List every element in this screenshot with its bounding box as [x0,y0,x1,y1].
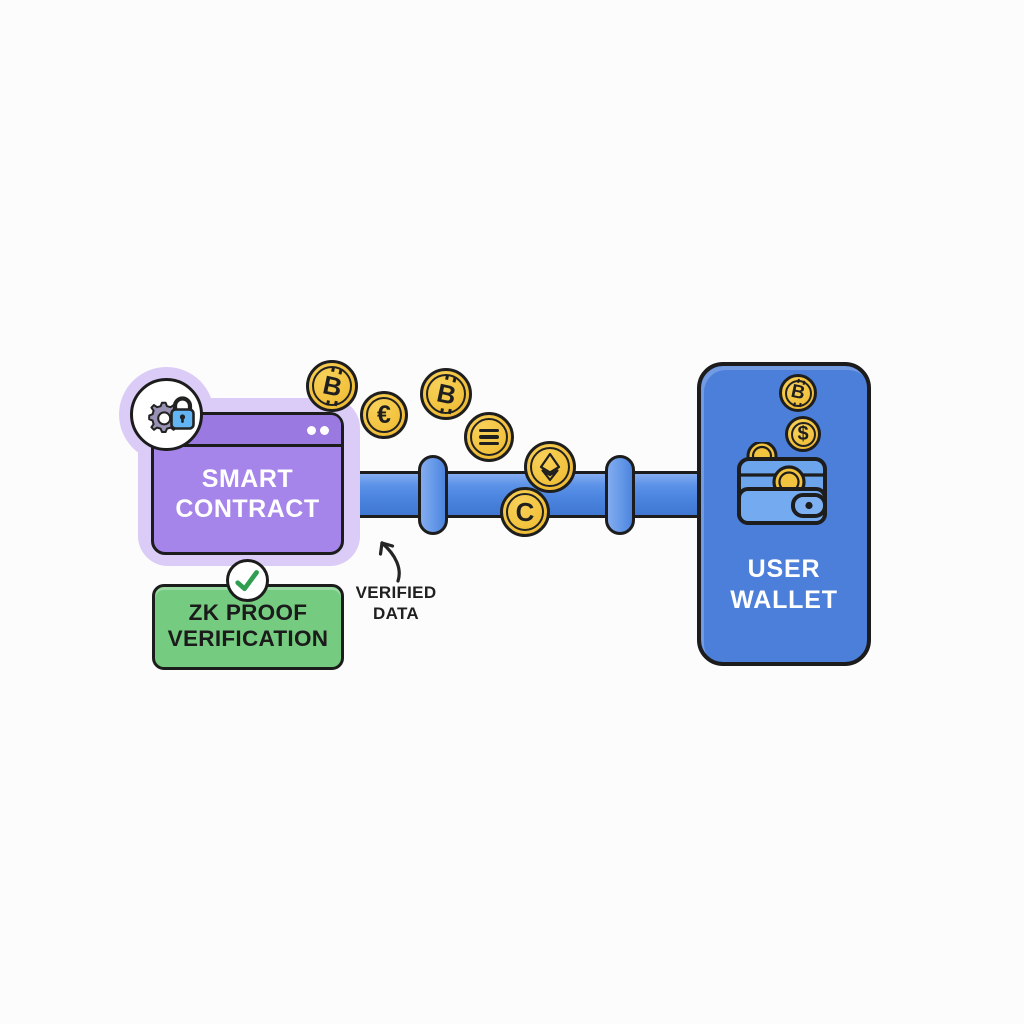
c-coin: C [500,487,550,537]
user-wallet-box: B $ USER WALLET [697,362,871,666]
dollar-symbol: $ [797,422,809,445]
bitcoin-coin: B [306,360,358,412]
wallet-icon [737,442,827,525]
zk-verification-box: ZK PROOF VERIFICATION [152,584,344,670]
coin-ring [790,421,816,447]
triple-bar-coin [464,412,514,462]
gear-lock-icon [147,395,195,433]
curved-arrow-icon [378,541,401,583]
bitcoin-coin: B [779,374,817,412]
zk-verification-label: ZK PROOF VERIFICATION [167,600,329,651]
checkmark-icon [234,569,259,591]
euro-symbol: € [377,400,391,429]
checkmark-badge [226,559,269,602]
wallet-clasp [791,493,827,518]
verified-data-label: VERIFIED DATA [355,583,437,623]
window-dots [307,426,329,435]
pipe-joint [418,455,448,535]
coin-ring [506,493,544,531]
coin-ring [366,397,402,433]
window-dot [320,426,329,435]
c-symbol: C [515,496,535,527]
window-dot [307,426,316,435]
coin-ring [470,418,508,456]
triple-bar-icon [479,428,499,446]
lock-icon [169,395,195,430]
user-wallet-label: USER WALLET [730,555,838,614]
ethereum-coin [524,441,576,493]
smart-contract-label: SMART CONTRACT [175,465,320,523]
bitcoin-coin: B [420,368,472,420]
pipe-joint [605,455,635,535]
ethereum-icon [539,452,561,482]
security-badge [130,378,203,451]
coin-ring [530,447,570,487]
euro-coin: € [360,391,408,439]
dollar-coin: $ [785,416,821,452]
